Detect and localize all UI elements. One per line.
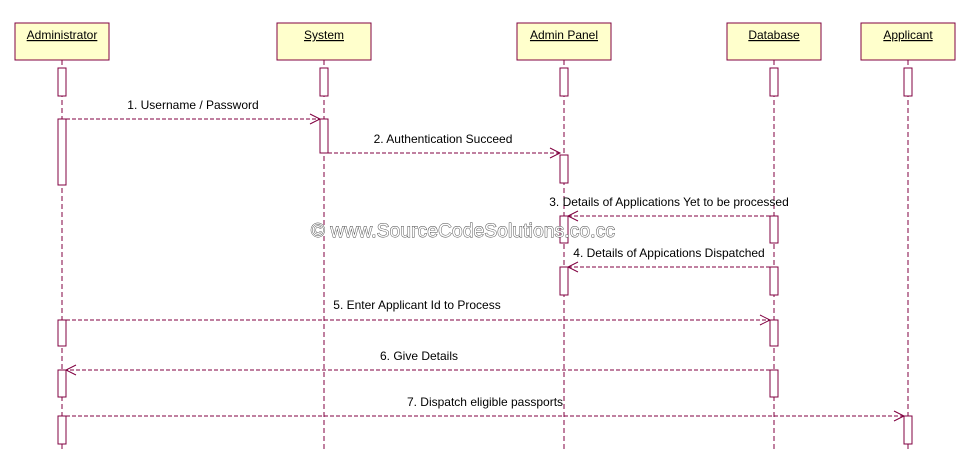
activation-box [903, 67, 913, 97]
arrowhead [566, 210, 579, 222]
activation-box [57, 415, 67, 445]
activation-box [319, 118, 329, 154]
activation-box [57, 319, 67, 347]
watermark-text: © www.SourceCodeSolutions.co.cc [311, 221, 615, 242]
message-2: 2. Authentication Succeed [328, 132, 562, 159]
actor-box [516, 22, 612, 61]
message-label: 3. Details of Applications Yet to be pro… [549, 195, 789, 209]
activation-box [903, 415, 913, 445]
activation-box [559, 266, 569, 296]
actor-administrator: Administrator [14, 22, 110, 61]
activation-box [769, 215, 779, 244]
actor-box [726, 22, 822, 61]
actor-database: Database [726, 22, 822, 61]
arrowhead [309, 113, 322, 125]
actor-label: Administrator [27, 28, 98, 42]
activation-box [57, 369, 67, 398]
actor-label: Admin Panel [530, 28, 598, 42]
arrowhead [893, 410, 906, 422]
message-label: 2. Authentication Succeed [374, 132, 513, 146]
actor-system: System [276, 22, 372, 61]
message-5: 5. Enter Applicant Id to Process [66, 298, 772, 326]
activation-box [769, 67, 779, 97]
message-1: 1. Username / Password [66, 98, 322, 125]
actor-box [14, 22, 110, 61]
activation-box [559, 154, 569, 184]
arrowhead [759, 314, 772, 326]
activation-box [559, 215, 569, 244]
message-label: 4. Details of Appications Dispatched [573, 246, 764, 260]
message-6: 6. Give Details [64, 349, 770, 376]
actor-label: Database [748, 28, 800, 42]
actor-applicant: Applicant [860, 22, 956, 61]
arrowhead [566, 261, 579, 273]
message-label: 7. Dispatch eligible passports [407, 395, 563, 409]
activation-box [57, 118, 67, 186]
activation-box [559, 67, 569, 97]
actor-label: System [304, 28, 344, 42]
activation-box [769, 319, 779, 347]
activation-box [769, 266, 779, 296]
actor-label: Applicant [883, 28, 933, 42]
message-4: 4. Details of Appications Dispatched [566, 246, 770, 273]
message-label: 1. Username / Password [127, 98, 258, 112]
activation-box [769, 369, 779, 398]
message-label: 5. Enter Applicant Id to Process [333, 298, 500, 312]
arrowhead [64, 364, 77, 376]
actor-box [276, 22, 372, 61]
activation-box [57, 67, 67, 97]
message-label: 6. Give Details [380, 349, 458, 363]
message-3: 3. Details of Applications Yet to be pro… [549, 195, 789, 222]
arrowhead [549, 147, 562, 159]
activation-box [319, 67, 329, 97]
actor-admin-panel: Admin Panel [516, 22, 612, 61]
message-7: 7. Dispatch eligible passports [66, 395, 906, 422]
